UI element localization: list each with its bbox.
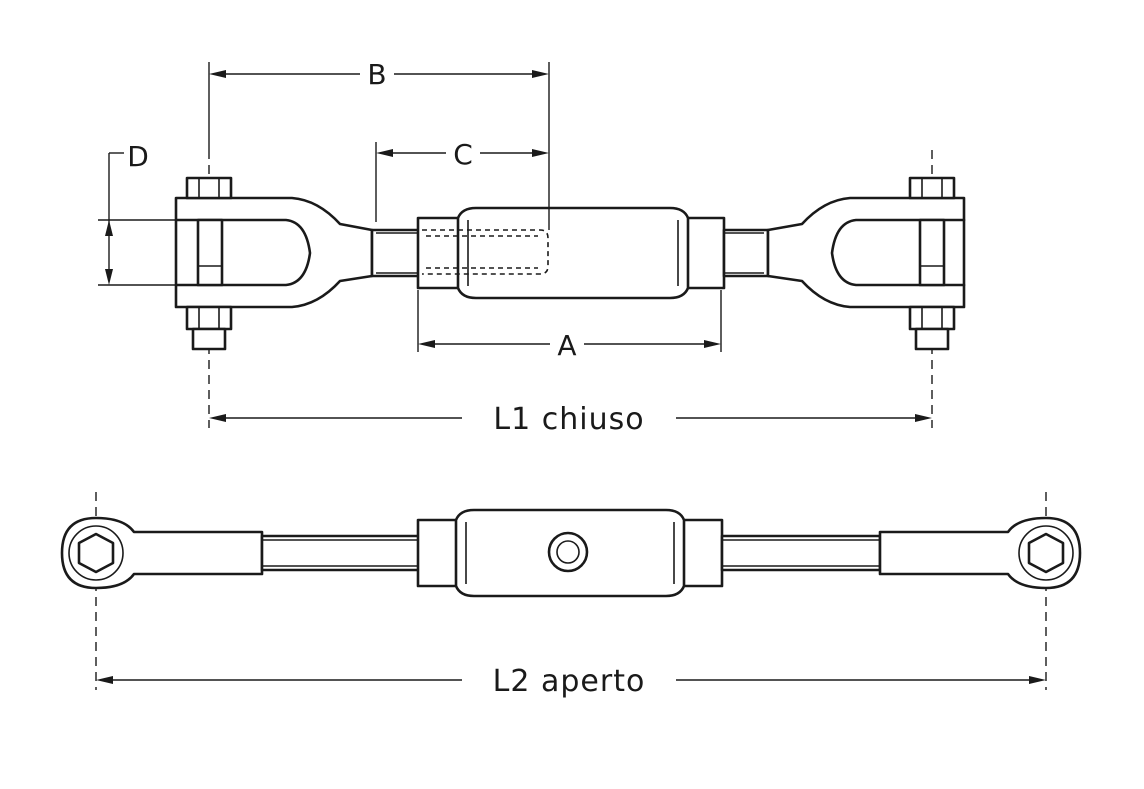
- dimension-b: B: [208, 58, 550, 230]
- dimension-l1-label: L1 chiuso: [493, 402, 644, 437]
- open-turnbuckle-body: [416, 508, 724, 598]
- dimension-d-label: D: [127, 140, 149, 173]
- closed-turnbuckle-view: B C D A: [98, 58, 966, 437]
- right-bolt: [908, 176, 956, 351]
- dimension-a: A: [417, 290, 722, 362]
- left-bolt: [185, 176, 233, 351]
- left-eye-end: [60, 516, 264, 590]
- hidden-thread-outline: [422, 229, 549, 275]
- right-hex-nut-icon: [1027, 532, 1065, 574]
- right-threaded-rod: [722, 228, 770, 278]
- dimension-l1: L1 chiuso: [209, 400, 932, 437]
- left-hex-nut-icon: [77, 532, 115, 574]
- left-threaded-rod: [370, 228, 422, 278]
- open-right-threaded-rod: [720, 534, 882, 572]
- dimension-d: D: [98, 140, 176, 286]
- right-eye-end: [878, 516, 1082, 590]
- dimension-c: C: [375, 138, 549, 222]
- left-fork: [174, 196, 374, 309]
- right-fork: [766, 196, 966, 309]
- open-turnbuckle-view: L2 aperto: [60, 492, 1082, 699]
- body-hole-icon: [547, 531, 589, 573]
- closed-turnbuckle-body: [416, 206, 726, 300]
- open-left-threaded-rod: [260, 534, 422, 572]
- dimension-l2: L2 aperto: [96, 662, 1046, 699]
- dimension-a-label: A: [557, 329, 576, 362]
- dimension-c-label: C: [453, 138, 473, 171]
- dimension-b-label: B: [367, 58, 386, 91]
- dimension-l2-label: L2 aperto: [493, 664, 646, 699]
